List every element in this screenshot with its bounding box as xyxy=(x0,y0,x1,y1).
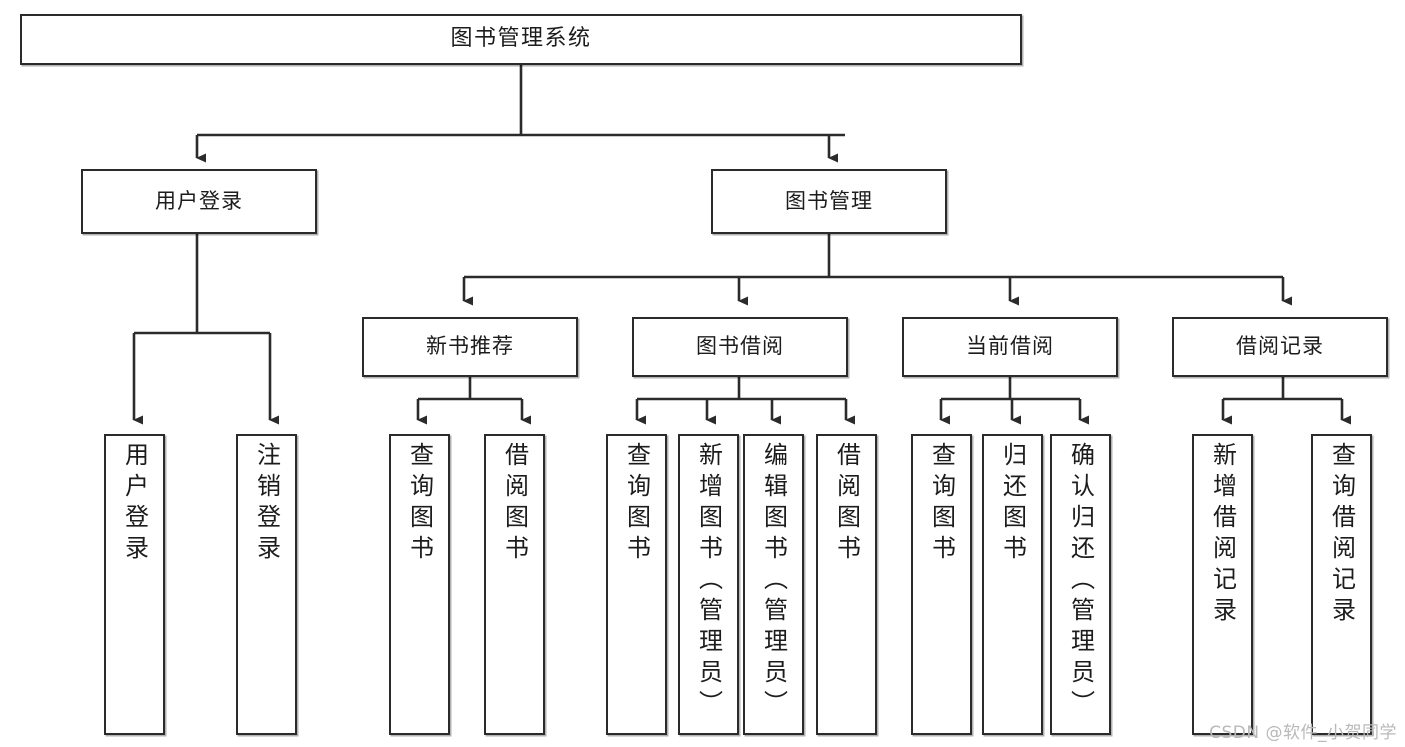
node-new-book-rec-label: 新书推荐 xyxy=(426,334,514,359)
leaf-current-borrow-query[interactable]: 查询图书 xyxy=(911,434,972,735)
leaf-user-login-logout[interactable]: 注销登录 xyxy=(236,434,297,735)
node-borrow-record[interactable]: 借阅记录 xyxy=(1172,317,1388,377)
leaf-label: 新增借阅记录 xyxy=(1208,442,1237,628)
leaf-label: 查询图书 xyxy=(622,442,651,566)
leaf-book-borrow-borrow[interactable]: 借阅图书 xyxy=(816,434,877,735)
leaf-label: 借阅图书 xyxy=(500,442,529,566)
node-current-borrow[interactable]: 当前借阅 xyxy=(902,317,1118,377)
node-book-borrow-label: 图书借阅 xyxy=(696,334,784,359)
leaf-current-borrow-confirm[interactable]: 确认归还（管理员） xyxy=(1050,434,1111,735)
leaf-user-login-login[interactable]: 用户登录 xyxy=(104,434,165,735)
leaf-borrow-record-query[interactable]: 查询借阅记录 xyxy=(1311,434,1372,735)
node-root-label: 图书管理系统 xyxy=(450,26,592,52)
leaf-book-borrow-add[interactable]: 新增图书（管理员） xyxy=(678,434,739,735)
leaf-label: 查询图书 xyxy=(927,442,956,566)
leaf-new-book-query[interactable]: 查询图书 xyxy=(389,434,450,735)
node-root[interactable]: 图书管理系统 xyxy=(20,14,1022,65)
leaf-book-borrow-query[interactable]: 查询图书 xyxy=(606,434,667,735)
leaf-book-borrow-edit[interactable]: 编辑图书（管理员） xyxy=(743,434,804,735)
leaf-label: 新增图书（管理员） xyxy=(694,442,723,721)
leaf-borrow-record-add[interactable]: 新增借阅记录 xyxy=(1192,434,1253,735)
node-user-login-label: 用户登录 xyxy=(155,188,243,213)
node-book-manage-label: 图书管理 xyxy=(785,188,873,213)
node-new-book-rec[interactable]: 新书推荐 xyxy=(362,317,578,377)
leaf-label: 编辑图书（管理员） xyxy=(759,442,788,721)
leaf-label: 注销登录 xyxy=(252,442,281,566)
leaf-new-book-borrow[interactable]: 借阅图书 xyxy=(484,434,545,735)
node-book-manage[interactable]: 图书管理 xyxy=(711,169,947,234)
node-current-borrow-label: 当前借阅 xyxy=(966,334,1054,359)
leaf-label: 借阅图书 xyxy=(832,442,861,566)
node-borrow-record-label: 借阅记录 xyxy=(1236,334,1324,359)
node-user-login[interactable]: 用户登录 xyxy=(81,169,317,234)
watermark: CSDN @软件_小贺同学 xyxy=(1209,723,1397,743)
leaf-label: 归还图书 xyxy=(998,442,1027,566)
leaf-label: 确认归还（管理员） xyxy=(1066,442,1095,721)
leaf-current-borrow-return[interactable]: 归还图书 xyxy=(982,434,1043,735)
leaf-label: 用户登录 xyxy=(120,442,149,566)
leaf-label: 查询图书 xyxy=(405,442,434,566)
leaf-label: 查询借阅记录 xyxy=(1327,442,1356,628)
node-book-borrow[interactable]: 图书借阅 xyxy=(632,317,848,377)
